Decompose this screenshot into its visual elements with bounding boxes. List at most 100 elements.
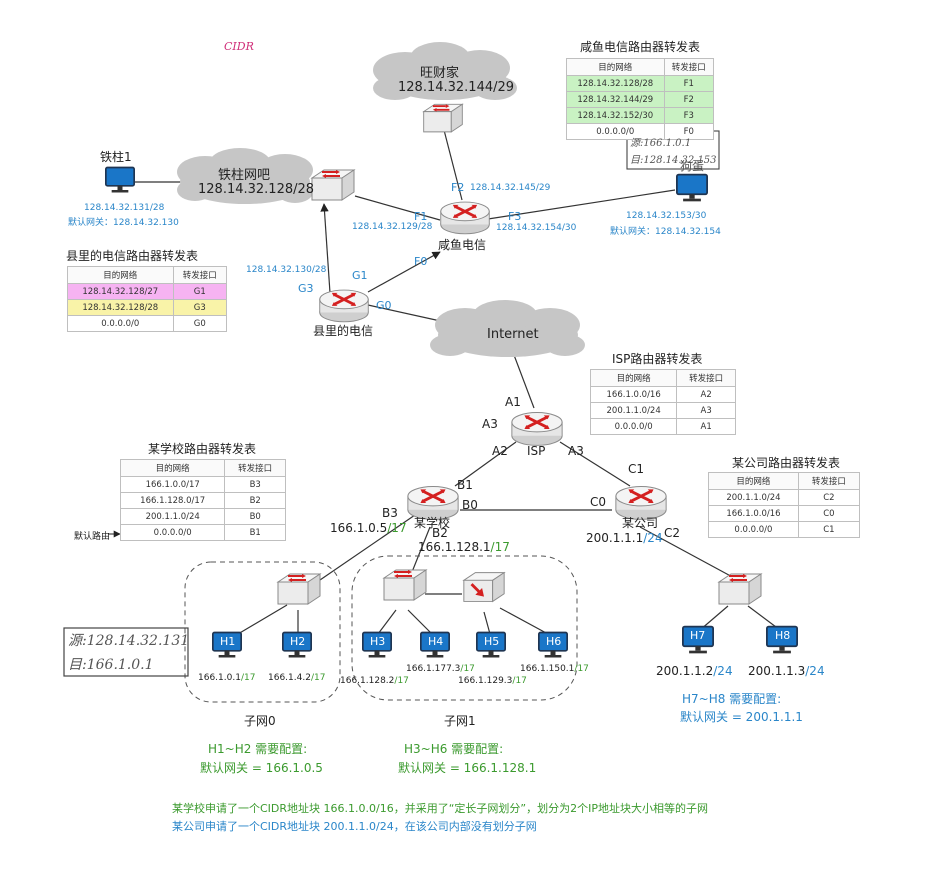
- iface-b3: B3: [382, 506, 398, 520]
- handwritten-left-destination: 目:166.1.0.1: [68, 657, 154, 673]
- iface-b1: B1: [457, 478, 473, 492]
- host-h7-label: H7: [690, 629, 706, 642]
- iface-b0: B0: [462, 498, 478, 512]
- link-isp-company: [559, 441, 631, 487]
- host-h3-address: 166.1.128.2/17: [340, 676, 409, 686]
- tiezhu1-gateway: 默认网关：128.14.32.130: [68, 218, 179, 228]
- iface-b2-address: 166.1.128.1/17: [418, 540, 510, 554]
- link-isp-school: [454, 441, 517, 487]
- internet-label: Internet: [487, 327, 539, 342]
- pc-tiezhu1: [104, 166, 136, 194]
- link-school-switch0: [319, 514, 416, 581]
- iface-f1: F1: [414, 210, 428, 223]
- host-h2-label: H2: [290, 635, 306, 648]
- county-table-title: 县里的电信路由器转发表: [66, 249, 199, 263]
- router-county-label: 县里的电信: [313, 324, 374, 338]
- router-xianyu-label: 咸鱼电信: [438, 238, 487, 252]
- config-h7h8-title: H7~H8 需要配置:: [682, 692, 782, 706]
- iface-c1: C1: [628, 462, 645, 476]
- config-h1h2-gateway: 默认网关 = 166.1.0.5: [200, 761, 323, 775]
- school-table-title: 某学校路由器转发表: [148, 442, 257, 456]
- xianyu-table-title: 咸鱼电信路由器转发表: [580, 40, 701, 54]
- router-isp-label: ISP: [527, 444, 546, 458]
- config-h7h8-gateway: 默认网关 = 200.1.1.1: [680, 710, 803, 724]
- wangcaijia-name: 旺财家: [420, 66, 460, 81]
- host-h1-label: H1: [220, 635, 236, 648]
- annotation-cidr: CIDR: [224, 40, 254, 53]
- router-isp: [510, 411, 564, 447]
- tiezhu-cloud-name: 铁柱网吧: [218, 168, 271, 183]
- switch-wangcaijia: [422, 103, 464, 133]
- company-table-title: 某公司路由器转发表: [732, 456, 841, 470]
- link-wangcai-switch-xianyu: [443, 129, 463, 201]
- iface-g1: G1: [352, 269, 368, 282]
- iface-f1-ip: 128.14.32.129/28: [352, 222, 433, 232]
- host-h6-label: H6: [546, 635, 562, 648]
- iface-f0: F0: [414, 255, 428, 268]
- link-xianyu-goudan: [487, 189, 676, 220]
- handwritten-box-left: [63, 627, 189, 677]
- default-route-label: 默认路由: [74, 532, 111, 542]
- iface-g0: G0: [376, 299, 392, 312]
- link-county-internet: [367, 304, 446, 323]
- link-county-tiezhu-switch: [320, 203, 331, 294]
- goudan-name: 狗蛋: [680, 159, 705, 173]
- link-sw0-h1: [237, 604, 288, 635]
- iface-f2: F2: [451, 181, 465, 194]
- link-internet-isp: [513, 354, 535, 409]
- tiezhu-cloud-network: 128.14.32.128/28: [198, 182, 315, 197]
- note-company-cidr: 某公司申请了一个CIDR地址块 200.1.1.0/24，在该公司内部没有划分子…: [172, 820, 537, 833]
- host-h2-address: 166.1.4.2/17: [268, 673, 326, 683]
- subnet1-label: 子网1: [444, 714, 476, 728]
- iface-g3-ip: 128.14.32.130/28: [246, 265, 327, 275]
- link-school-switch1: [411, 526, 431, 573]
- isp-table-title: ISP路由器转发表: [612, 352, 703, 366]
- iface-f3-ip: 128.14.32.154/30: [496, 223, 577, 233]
- iface-c2-address: 200.1.1.1/24: [586, 531, 663, 545]
- subnet1-area: [351, 555, 578, 701]
- host-h1-address: 166.1.0.1/17: [198, 673, 256, 683]
- router-xianyu: [439, 200, 491, 236]
- cloud-internet: [430, 300, 585, 357]
- switch-tiezhu: [311, 169, 355, 201]
- subnet0-label: 子网0: [244, 714, 276, 728]
- link-county-xianyu: [367, 251, 441, 293]
- host-h3-label: H3: [370, 635, 386, 648]
- router-company-label: 某公司: [622, 516, 659, 530]
- iface-c2: C2: [664, 526, 681, 540]
- iface-b2: B2: [432, 526, 448, 540]
- subnet0-area: [184, 561, 341, 703]
- router-county: [318, 288, 370, 324]
- iface-a3: A3: [568, 444, 584, 458]
- bridge-subnet1: [462, 571, 506, 603]
- host-h8-address: 200.1.1.3/24: [748, 664, 825, 678]
- iface-f3: F3: [508, 210, 522, 223]
- link-tiezhu-switch-xianyu: [354, 195, 441, 221]
- switch-company: [717, 572, 763, 606]
- iface-f2-ip: 128.14.32.145/29: [470, 183, 551, 193]
- config-h1h2-title: H1~H2 需要配置:: [208, 742, 308, 756]
- handwritten-right-destination: 目:128.14.32.153: [630, 155, 717, 166]
- host-h4-label: H4: [428, 635, 444, 648]
- cloud-wangcaijia: [373, 42, 517, 100]
- iface-a3-top: A3: [482, 417, 498, 431]
- switch-subnet0: [277, 573, 321, 605]
